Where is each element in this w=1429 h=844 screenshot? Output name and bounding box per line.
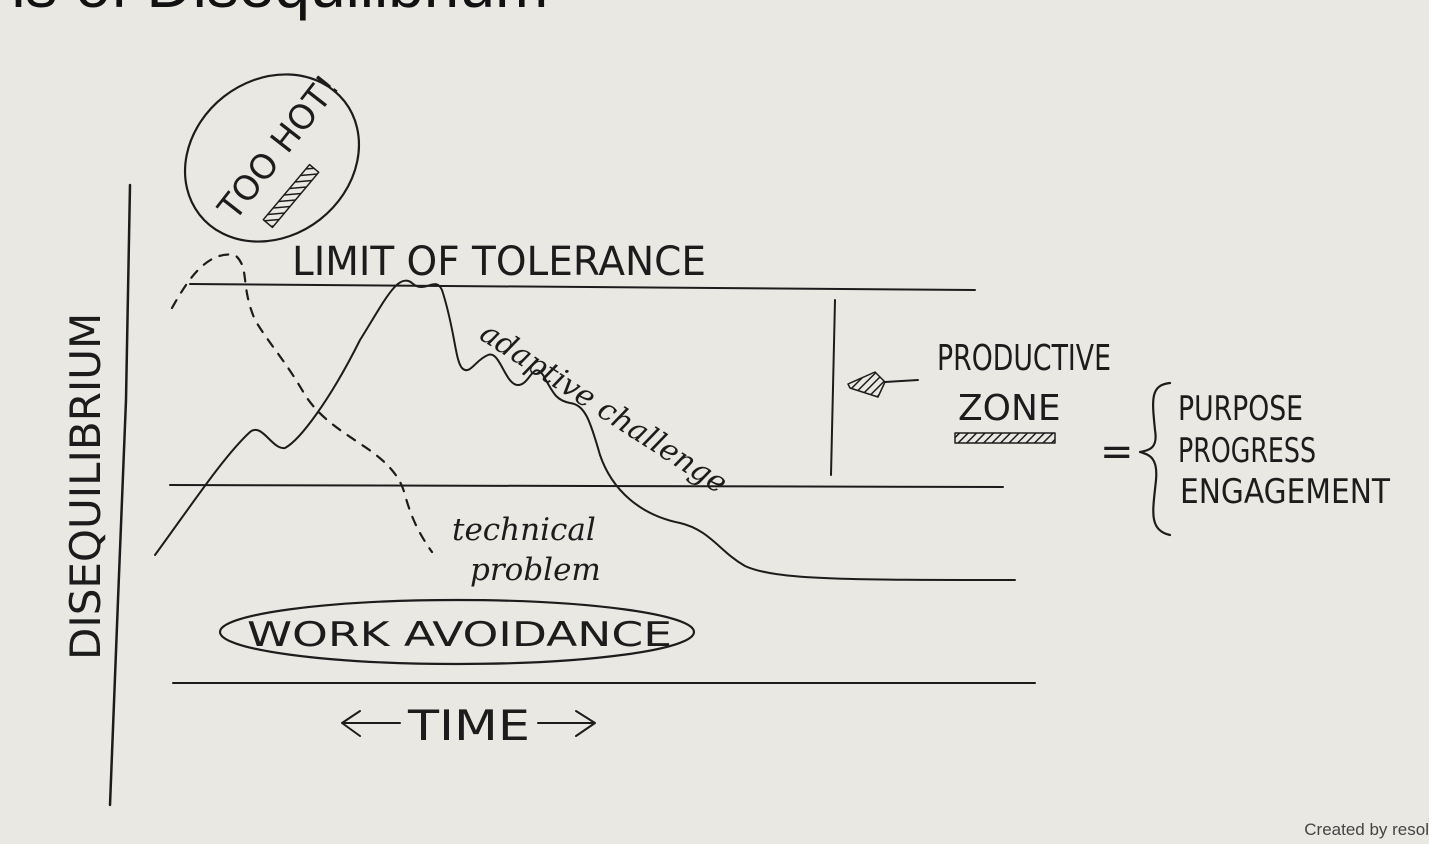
technical-problem-line2: problem: [470, 552, 601, 588]
too-hot-hatch-bar: [262, 163, 320, 229]
x-axis-label: TIME: [407, 701, 530, 750]
productive-zone-arrow: [847, 371, 886, 398]
adaptive-challenge-curve: [154, 279, 1016, 581]
productive-zone-lower-line: [169, 484, 1004, 488]
time-left-arrow: [341, 710, 401, 737]
limit-of-tolerance-line: [189, 283, 976, 291]
outcome-engagement: ENGAGEMENT: [1180, 472, 1390, 512]
technical-problem-curve: [170, 253, 434, 554]
productive-zone-underline: [954, 432, 1056, 444]
credit-text: Created by resol: [1304, 820, 1429, 839]
outcome-purpose: PURPOSE: [1178, 389, 1303, 429]
outcome-progress: PROGRESS: [1178, 431, 1316, 471]
y-axis-label: DISEQUILIBRIUM: [61, 313, 110, 660]
work-avoidance-oval: [218, 598, 696, 666]
outcomes-brace: [1138, 381, 1172, 537]
y-axis-line: [108, 183, 132, 807]
page-title: ions of Disequilibrium: [0, 0, 548, 22]
productive-zone-line1: PRODUCTIVE: [937, 338, 1111, 379]
time-right-arrow: [537, 710, 596, 737]
adaptive-challenge-label: adaptive challenge: [474, 315, 734, 501]
limit-of-tolerance-label: LIMIT OF TOLERANCE: [292, 239, 706, 285]
technical-problem-line1: technical: [452, 512, 596, 548]
work-avoidance-label: WORK AVOIDANCE: [247, 615, 672, 655]
productive-zone-line2: ZONE: [958, 388, 1061, 429]
productive-zone-bar: [830, 299, 836, 476]
too-hot-bubble: [183, 73, 361, 243]
equals-sign: =: [1100, 429, 1134, 475]
